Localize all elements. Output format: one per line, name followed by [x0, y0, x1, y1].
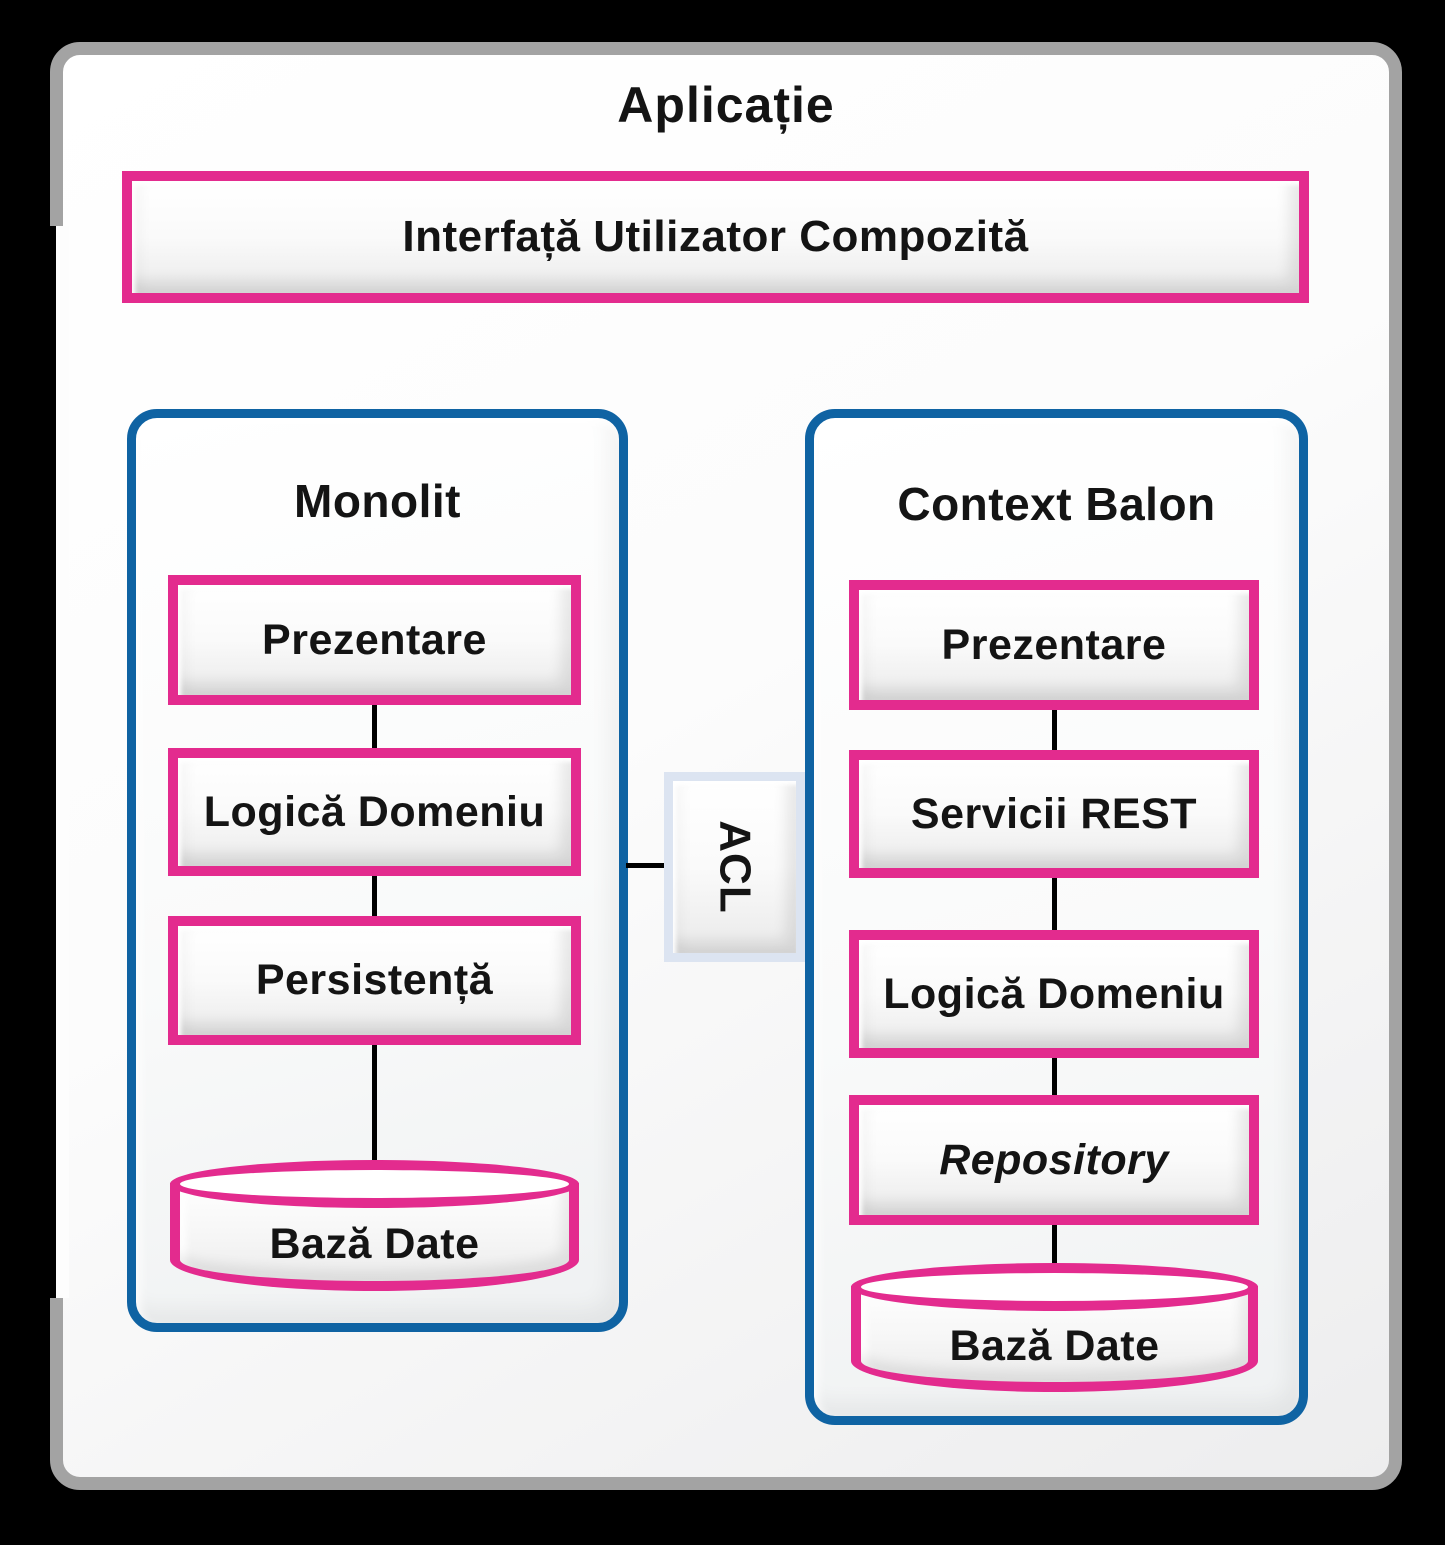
connector-line — [1052, 710, 1057, 750]
connector-line — [1052, 878, 1057, 930]
layer-bevel: Repository — [859, 1105, 1249, 1215]
bubble-layer-prezentare: Prezentare — [849, 580, 1259, 710]
acl-bevel: ACL — [673, 781, 796, 953]
database-label-wrap: Bază Date — [851, 1307, 1258, 1386]
monolith-layer-prezentare: Prezentare — [168, 575, 581, 705]
database-cylinder-bubble: Bază Date — [851, 1263, 1258, 1392]
layer-label: Prezentare — [941, 620, 1167, 669]
layer-label: Prezentare — [262, 615, 487, 664]
connector-line — [1052, 1058, 1057, 1095]
layer-bevel: Persistență — [178, 926, 571, 1035]
composite-ui-box: Interfață Utilizator Compozită — [122, 171, 1309, 303]
database-cylinder-monolith: Bază Date — [170, 1160, 579, 1291]
database-label: Bază Date — [269, 1220, 480, 1268]
layer-bevel: Logică Domeniu — [178, 758, 571, 866]
acl-box: ACL — [664, 772, 805, 962]
connector-line — [372, 705, 377, 748]
acl-connector-line — [626, 863, 668, 868]
application-title: Aplicație — [617, 77, 835, 133]
connector-line — [372, 1045, 377, 1164]
bubble-layer-logica-domeniu: Logică Domeniu — [849, 930, 1259, 1058]
database-label: Bază Date — [949, 1322, 1160, 1370]
monolith-container: Monolit Prezentare Logică Domeniu Persis… — [127, 409, 628, 1332]
cylinder-top-ellipse — [851, 1263, 1258, 1311]
layer-bevel: Prezentare — [859, 590, 1249, 700]
layer-bevel: Prezentare — [178, 585, 571, 695]
monolith-layer-logica-domeniu: Logică Domeniu — [168, 748, 581, 876]
composite-ui-label: Interfață Utilizator Compozită — [402, 212, 1029, 261]
context-bubble-container: Context Balon Prezentare Servicii REST L… — [805, 409, 1308, 1425]
database-label-wrap: Bază Date — [170, 1204, 579, 1285]
monolith-title: Monolit — [294, 475, 461, 527]
acl-label: ACL — [710, 820, 760, 914]
layer-label: Persistență — [255, 956, 494, 1004]
connector-line — [1052, 1225, 1057, 1267]
bubble-layer-repository: Repository — [849, 1095, 1259, 1225]
cylinder-top-ellipse — [170, 1160, 579, 1208]
layer-label: Repository — [939, 1135, 1169, 1184]
monolith-layer-persistenta: Persistență — [168, 916, 581, 1045]
layer-label: Logică Domeniu — [883, 969, 1225, 1018]
bubble-layer-servicii-rest: Servicii REST — [849, 750, 1259, 878]
layer-bevel: Logică Domeniu — [859, 940, 1249, 1048]
border-gap-artifact — [48, 226, 56, 1298]
context-bubble-title: Context Balon — [897, 478, 1216, 530]
composite-ui-bevel: Interfață Utilizator Compozită — [132, 181, 1299, 293]
border-gap-artifact-fill — [56, 226, 69, 1298]
layer-label: Logică Domeniu — [203, 787, 546, 836]
layer-bevel: Servicii REST — [859, 760, 1249, 868]
connector-line — [372, 876, 377, 916]
layer-label: Servicii REST — [910, 789, 1198, 838]
